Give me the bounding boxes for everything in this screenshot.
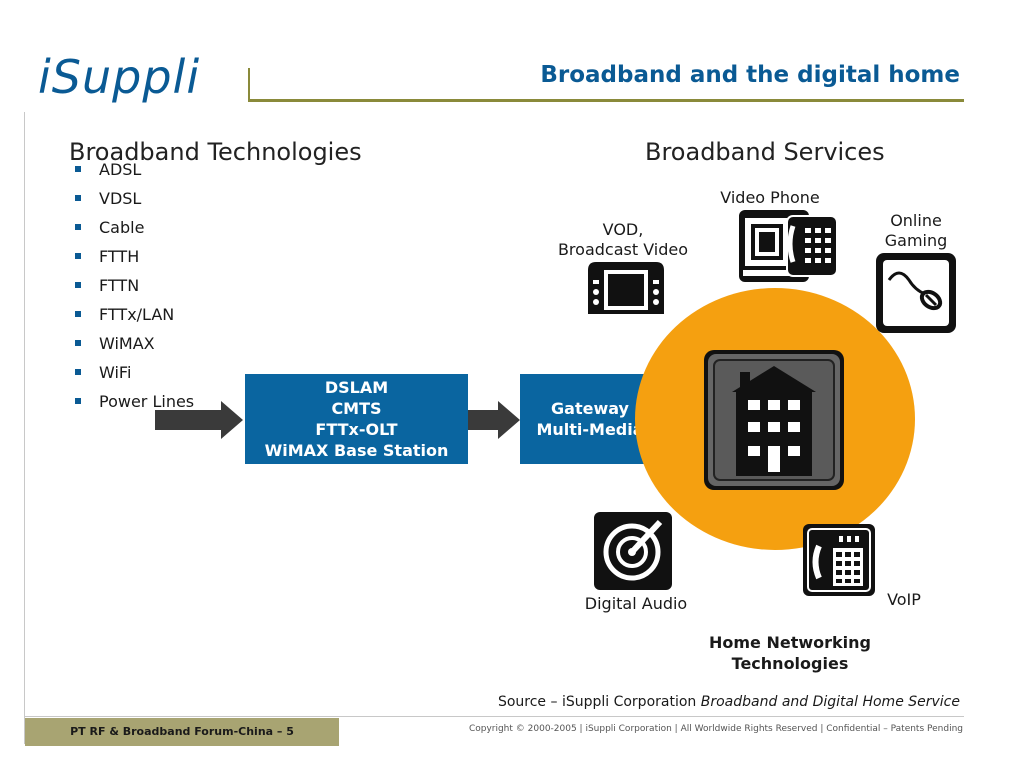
list-item: FTTx/LAN: [72, 305, 194, 334]
video-phone-label: Video Phone: [720, 188, 820, 207]
arrow-to-dslam-body: [155, 410, 221, 430]
bullet-icon: [75, 340, 81, 346]
digital-audio-icon: [594, 512, 672, 590]
slide-title: Broadband and the digital home: [540, 62, 960, 88]
access-network-box: DSLAM CMTS FTTx-OLT WiMAX Base Station: [245, 374, 468, 464]
arrow-to-gateway-body: [468, 410, 498, 430]
box-line: WiMAX Base Station: [264, 441, 449, 460]
bullet-icon: [75, 311, 81, 317]
house-icon: [708, 354, 840, 486]
online-gaming-label: Online Gaming: [884, 211, 948, 250]
box-line: DSLAM: [324, 378, 389, 397]
bullet-icon: [75, 282, 81, 288]
bullet-icon: [75, 195, 81, 201]
box-line: Multi-Media: [536, 420, 644, 439]
box-line: FTTx-OLT: [315, 420, 398, 439]
copyright-notice: Copyright © 2000-2005 | iSuppli Corporat…: [468, 724, 963, 734]
footer-event-label: PT RF & Broadband Forum-China – 5: [25, 718, 339, 746]
home-networking-caption: Home Networking Technologies: [709, 633, 871, 673]
house-icon-frame: [704, 350, 844, 490]
television-icon: [588, 262, 664, 314]
video-phone-icon: [739, 210, 837, 282]
list-item: ADSL: [72, 160, 194, 189]
list-item: Cable: [72, 218, 194, 247]
footer-rule: [24, 716, 964, 717]
list-item: FTTN: [72, 276, 194, 305]
joystick-icon: [876, 253, 956, 333]
services-heading: Broadband Services: [645, 138, 885, 166]
source-note: Source – iSuppli Corporation Broadband a…: [497, 694, 960, 710]
arrow-to-gateway-head: [498, 401, 520, 439]
technologies-list: ADSL VDSL Cable FTTH FTTN FTTx/LAN WiMAX…: [72, 160, 194, 421]
bullet-icon: [75, 253, 81, 259]
bullet-icon: [75, 398, 81, 404]
arrow-to-dslam-head: [221, 401, 243, 439]
header-rule: [250, 99, 964, 102]
voip-phone-icon: [803, 524, 875, 596]
left-margin-rule: [24, 112, 25, 744]
technologies-heading: Broadband Technologies: [69, 138, 362, 166]
list-item: WiFi: [72, 363, 194, 392]
voip-label: VoIP: [887, 590, 921, 609]
bullet-icon: [75, 224, 81, 230]
isuppli-logo: iSuppli: [38, 50, 201, 104]
box-line: CMTS: [331, 399, 382, 418]
bullet-icon: [75, 166, 81, 172]
list-item: Power Lines: [72, 392, 194, 421]
list-item: VDSL: [72, 189, 194, 218]
box-line: Gateway: [551, 399, 629, 418]
logo-divider: [248, 68, 250, 102]
digital-audio-label: Digital Audio: [584, 594, 688, 613]
list-item: WiMAX: [72, 334, 194, 363]
bullet-icon: [75, 369, 81, 375]
vod-label: VOD, Broadcast Video: [557, 220, 689, 259]
gateway-box: Gateway Multi-Media: [520, 374, 660, 464]
list-item: FTTH: [72, 247, 194, 276]
